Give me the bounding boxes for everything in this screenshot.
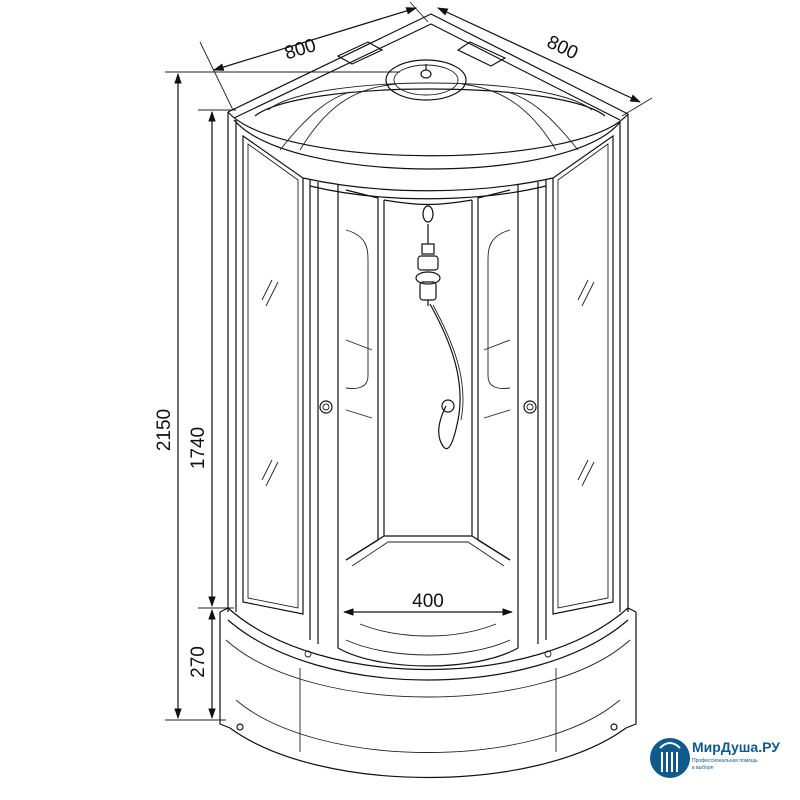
- brand-logo: МирДуша.РУ Профессиональная помощь в выб…: [650, 738, 780, 778]
- top-width-dimensions: 800 800: [199, 1, 653, 117]
- door-handle-left: [319, 400, 333, 414]
- hand-shower-holder: [441, 399, 455, 413]
- mixer-body: [417, 255, 439, 271]
- vertical-dimensions: 2150 1740 270: [154, 71, 400, 721]
- door-opening-label: 400: [412, 591, 444, 612]
- door-width-dimension: 400: [342, 591, 514, 616]
- door-handle-right: [523, 400, 537, 414]
- logo-tagline-2: в выборе: [692, 765, 714, 771]
- logo-name: МирДуша.РУ: [692, 739, 780, 755]
- width-left-label: 800: [282, 35, 318, 64]
- shower-tray: [219, 607, 637, 778]
- tray-height-label: 270: [188, 646, 209, 678]
- roof-canopy: [227, 13, 629, 170]
- total-height-label: 2150: [154, 409, 175, 451]
- rain-shower-head: [385, 59, 467, 101]
- logo-tagline-1: Профессиональная помощь: [692, 758, 758, 764]
- back-wall: [337, 189, 519, 667]
- cabin-height-label: 1740: [188, 427, 209, 469]
- shower-fixtures: [415, 205, 464, 450]
- door-details: [261, 279, 595, 487]
- cabin-frame: [227, 112, 629, 648]
